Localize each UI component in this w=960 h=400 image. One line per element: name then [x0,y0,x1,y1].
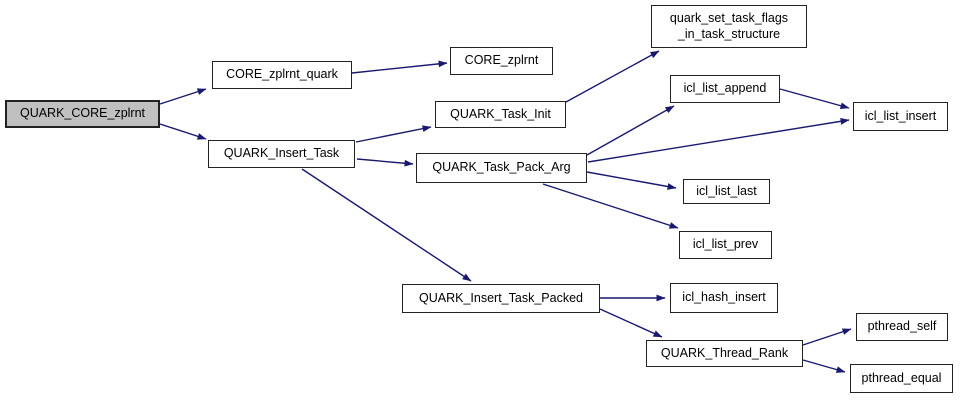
edge-quark-thread-rank-to-pthread-self [802,328,852,346]
node-quark-task-init[interactable]: QUARK_Task_Init [435,101,566,128]
node-core-zplrnt[interactable]: CORE_zplrnt [450,47,553,75]
edge-quark-thread-rank-to-pthread-equal [802,359,846,373]
node-icl-list-prev[interactable]: icl_list_prev [679,231,772,259]
edge-quark-core-zplrnt-to-core-zplrnt-quark [159,88,207,105]
edge-quark-insert-task-to-quark-task-init [355,125,432,143]
node-quark-insert-task[interactable]: QUARK_Insert_Task [208,140,355,168]
node-quark-insert-task-packed[interactable]: QUARK_Insert_Task_Packed [402,284,600,313]
node-icl-list-last[interactable]: icl_list_last [683,179,770,204]
node-icl-list-insert[interactable]: icl_list_insert [853,102,948,131]
node-core-zplrnt-quark[interactable]: CORE_zplrnt_quark [212,61,352,89]
node-quark-task-pack-arg[interactable]: QUARK_Task_Pack_Arg [416,153,587,183]
node-quark-core-zplrnt: QUARK_CORE_zplrnt [5,100,160,128]
edge-quark-task-init-to-quark-set-task-flags [565,50,660,103]
edge-quark-insert-task-to-quark-insert-task-packed [301,168,472,282]
edge-quark-task-pack-arg-to-icl-list-last [586,171,677,190]
edge-quark-task-pack-arg-to-icl-list-prev [542,183,679,229]
node-quark-set-task-flags[interactable]: quark_set_task_flags _in_task_structure [651,5,807,48]
edge-quark-core-zplrnt-to-quark-insert-task [159,123,207,140]
edge-core-zplrnt-quark-to-core-zplrnt [351,60,448,74]
edge-quark-task-pack-arg-to-icl-list-append [586,105,675,156]
edge-quark-insert-task-to-quark-task-pack-arg [356,158,414,167]
node-icl-hash-insert[interactable]: icl_hash_insert [670,283,778,313]
edge-icl-list-append-to-icl-list-insert [779,88,850,110]
node-pthread-equal[interactable]: pthread_equal [850,364,953,393]
edge-quark-task-pack-arg-to-icl-list-insert [587,117,850,163]
edge-quark-insert-task-packed-to-quark-thread-rank [599,308,663,338]
node-pthread-self[interactable]: pthread_self [856,313,948,341]
node-quark-thread-rank[interactable]: QUARK_Thread_Rank [646,340,803,367]
node-icl-list-append[interactable]: icl_list_append [670,75,780,103]
